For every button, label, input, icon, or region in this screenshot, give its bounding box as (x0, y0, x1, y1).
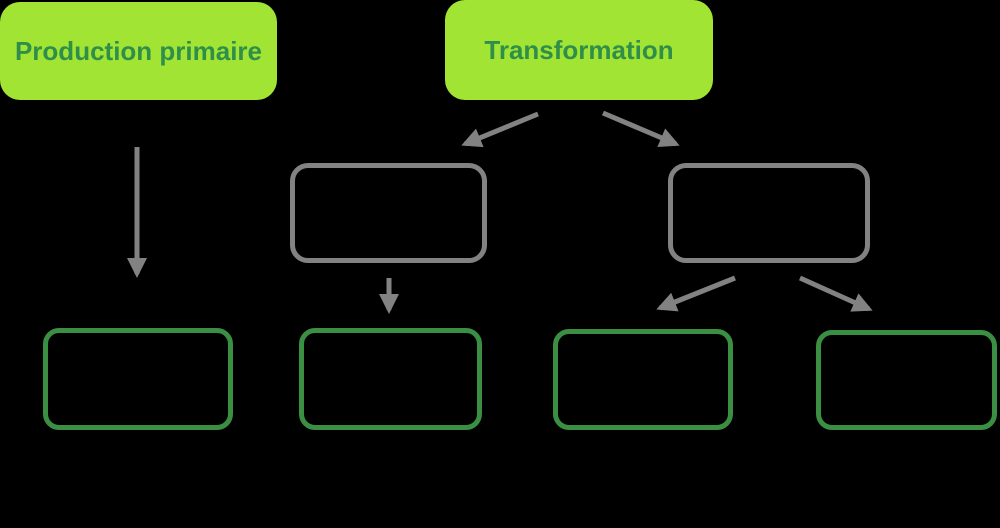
transformation-box: Transformation (445, 0, 713, 100)
middle-blank-box-1 (290, 163, 487, 263)
middle-blank-box-2 (668, 163, 870, 263)
production-primaire-box: Production primaire (0, 2, 277, 100)
bottom-blank-box-1 (43, 328, 233, 430)
arrow-transformation-to-middle-2 (602, 110, 680, 147)
bottom-blank-box-4 (816, 330, 997, 430)
bottom-blank-box-3 (553, 329, 733, 430)
arrow-transformation-to-middle-1 (461, 111, 539, 148)
transformation-label: Transformation (484, 34, 674, 65)
bottom-blank-box-2 (299, 328, 482, 430)
arrow-middle-2-to-bottom-3 (656, 275, 736, 312)
arrow-middle-2-to-bottom-4 (798, 275, 873, 312)
production-primaire-label: Production primaire (14, 35, 263, 66)
